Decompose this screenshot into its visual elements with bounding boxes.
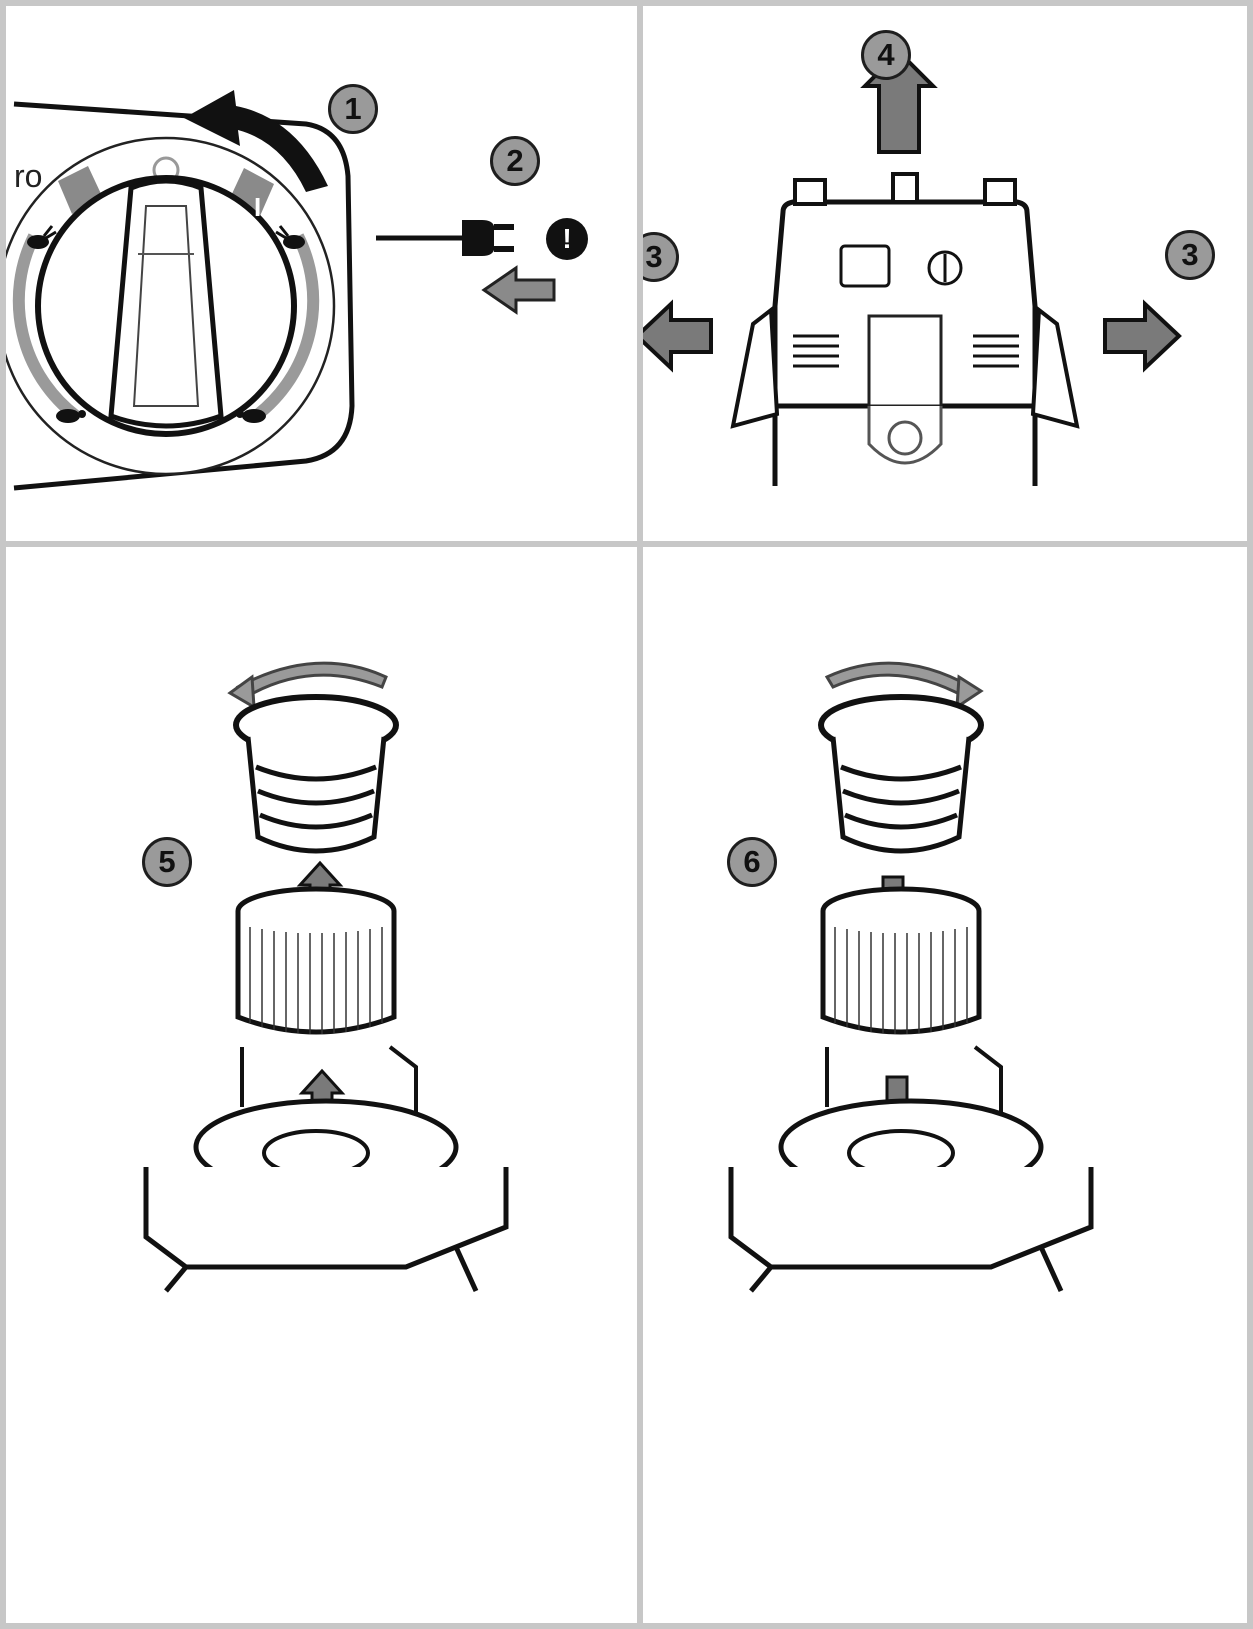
- step-badge-5: 5: [142, 837, 192, 887]
- rabbit-icon: [275, 225, 305, 249]
- head-vent-right: [973, 334, 1019, 368]
- motor-head-shell: [728, 1167, 1094, 1270]
- motor-head-illustration: [643, 49, 1182, 486]
- blower-socket-symbol: [839, 244, 891, 288]
- frame-right: [1247, 0, 1253, 1629]
- panel-remove-filter: 5: [6, 547, 637, 1623]
- step-badge-1: 1: [328, 84, 378, 134]
- arrow-left-icon: [481, 265, 556, 315]
- knob-grip-inner: [132, 205, 200, 407]
- turtle-icon: [56, 409, 86, 423]
- dial-on-mark: I: [254, 192, 262, 222]
- rabbit-icon: [27, 225, 57, 249]
- dial-partial-label: ro: [14, 158, 43, 194]
- clamp-left[interactable]: [730, 306, 780, 429]
- step-badge-6: 6: [727, 837, 777, 887]
- switch-dial-illustration: [6, 90, 556, 491]
- frame-left: [0, 0, 6, 1629]
- speed-arc-right: [252, 233, 320, 421]
- rotate-arrow-icon: [824, 661, 974, 700]
- head-lug-left: [793, 178, 827, 206]
- cartridge-filter-body: [820, 911, 982, 1035]
- clamp-right[interactable]: [1030, 306, 1080, 429]
- frame-top: [0, 0, 1253, 6]
- head-handle: [867, 314, 943, 408]
- knob-grip[interactable]: [108, 178, 224, 429]
- power-plug-icon: [376, 220, 514, 256]
- step-badge-3-right: 3: [1165, 230, 1215, 280]
- frame-bottom: [0, 1623, 1253, 1629]
- frame-middle-vertical: [637, 0, 643, 1629]
- warning-sign: !: [546, 218, 588, 260]
- panel-insert-filter: 6: [643, 547, 1247, 1623]
- rotate-arrow-icon: [184, 90, 328, 192]
- frame-middle-horizontal: [0, 541, 1253, 547]
- filter-removal-illustration: [143, 661, 509, 1293]
- motor-head-shell: [143, 1167, 509, 1270]
- speed-arc-left: [12, 233, 80, 421]
- step-badge-2: 2: [490, 136, 540, 186]
- arrow-right-icon: [1103, 299, 1182, 373]
- panel-release-lift-head: 4 3 3: [643, 6, 1247, 541]
- panel-switch-off-unplug: ro I 1 2 !: [6, 6, 637, 541]
- cartridge-filter-body: [235, 911, 397, 1035]
- turtle-icon: [236, 409, 266, 423]
- head-top-knob: [891, 172, 919, 204]
- arrow-left-icon: [643, 299, 713, 373]
- filter-insertion-illustration: [728, 661, 1094, 1293]
- head-lug-right: [983, 178, 1017, 206]
- head-vent-left: [793, 334, 839, 368]
- rotate-arrow-icon: [235, 661, 388, 699]
- step-badge-4: 4: [861, 30, 911, 80]
